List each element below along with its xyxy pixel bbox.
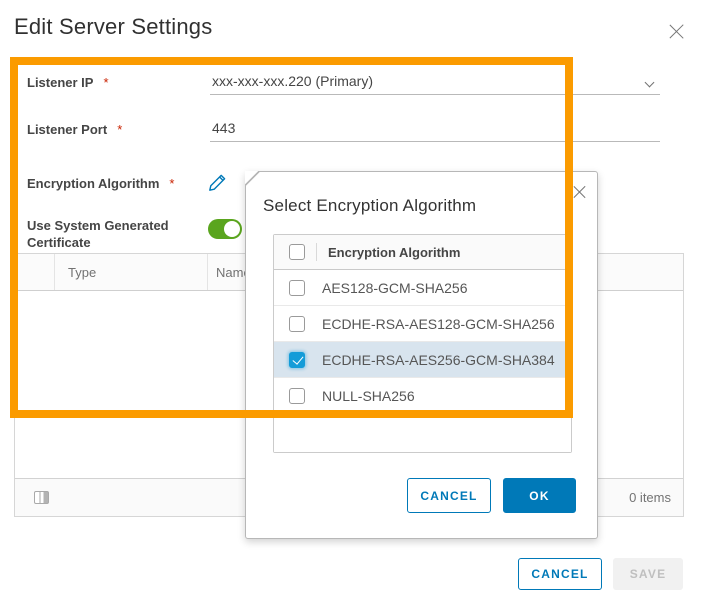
listener-port-value: 443 [212, 120, 236, 136]
algorithm-row[interactable]: AES128-GCM-SHA256 [274, 270, 571, 306]
algorithm-table-empty-space [274, 414, 571, 452]
column-label: Type [68, 264, 97, 280]
use-system-cert-toggle[interactable] [208, 219, 242, 239]
listener-port-label: Listener Port * [27, 121, 122, 138]
required-marker: * [117, 122, 123, 137]
label-text: Listener IP [27, 75, 94, 90]
save-button: SAVE [613, 558, 683, 590]
table-header-name[interactable]: Name [208, 254, 683, 290]
row-checkbox[interactable] [289, 387, 305, 404]
label-text: Encryption Algorithm [27, 176, 160, 191]
toggle-knob [224, 221, 240, 237]
modal-cancel-button[interactable]: CANCEL [407, 478, 491, 513]
listener-port-input[interactable]: 443 [210, 119, 660, 142]
algorithm-row[interactable]: ECDHE-RSA-AES256-GCM-SHA384 [274, 342, 571, 378]
listener-ip-select[interactable]: xxx-xxx-xxx.220 (Primary) [210, 72, 660, 95]
row-checkbox[interactable] [289, 279, 305, 296]
cancel-button[interactable]: CANCEL [518, 558, 602, 590]
algorithm-label: ECDHE-RSA-AES128-GCM-SHA256 [322, 315, 555, 332]
algorithm-table: Encryption Algorithm AES128-GCM-SHA256 E… [273, 234, 572, 453]
modal-ok-button[interactable]: OK [503, 478, 576, 513]
page-title: Edit Server Settings [14, 14, 213, 39]
close-icon[interactable] [669, 23, 685, 39]
column-label: Name [216, 264, 251, 280]
algorithm-label: AES128-GCM-SHA256 [322, 279, 468, 296]
algorithm-table-header: Encryption Algorithm [274, 235, 571, 270]
algorithm-row[interactable]: NULL-SHA256 [274, 378, 571, 414]
encryption-algorithm-label: Encryption Algorithm * [27, 175, 174, 192]
modal-title: Select Encryption Algorithm [263, 196, 477, 215]
items-count: 0 items [629, 490, 671, 505]
edit-encryption-algorithm-button[interactable] [207, 172, 229, 194]
column-settings-icon[interactable] [34, 491, 49, 504]
required-marker: * [103, 75, 109, 90]
listener-ip-label: Listener IP * [27, 74, 109, 91]
label-text: Listener Port [27, 122, 108, 137]
use-system-cert-label: Use System Generated Certificate [27, 217, 195, 251]
table-header-spacer [15, 254, 55, 290]
pencil-icon [209, 174, 226, 191]
header-divider [316, 243, 317, 261]
listener-ip-value: xxx-xxx-xxx.220 (Primary) [212, 73, 374, 89]
table-header-type[interactable]: Type [55, 254, 208, 290]
algorithm-row[interactable]: ECDHE-RSA-AES128-GCM-SHA256 [274, 306, 571, 342]
select-encryption-algorithm-modal: Select Encryption Algorithm Encryption A… [245, 171, 598, 539]
required-marker: * [169, 176, 175, 191]
modal-close-icon[interactable] [573, 185, 586, 198]
select-all-checkbox[interactable] [289, 244, 305, 260]
algorithm-label: NULL-SHA256 [322, 387, 415, 404]
algorithm-column-label: Encryption Algorithm [328, 244, 461, 260]
row-checkbox[interactable] [289, 351, 305, 368]
label-text: Use System Generated Certificate [27, 218, 169, 250]
algorithm-label: ECDHE-RSA-AES256-GCM-SHA384 [322, 351, 555, 368]
row-checkbox[interactable] [289, 315, 305, 332]
